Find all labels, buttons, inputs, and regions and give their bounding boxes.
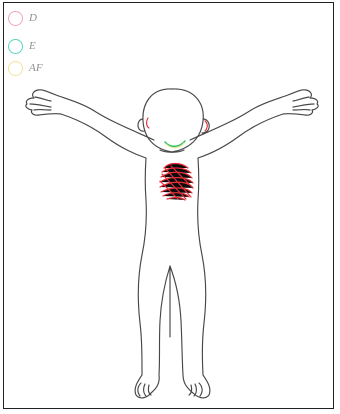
right-hand-lines: [293, 97, 314, 110]
left-foot-lines: [138, 383, 151, 396]
left-hand-lines: [30, 97, 51, 110]
body-outline: [26, 90, 318, 398]
red-chest-marking: [160, 164, 193, 201]
mouth-color-marks: [147, 118, 208, 148]
head-outline: [143, 89, 203, 152]
right-foot-lines: [189, 383, 202, 396]
